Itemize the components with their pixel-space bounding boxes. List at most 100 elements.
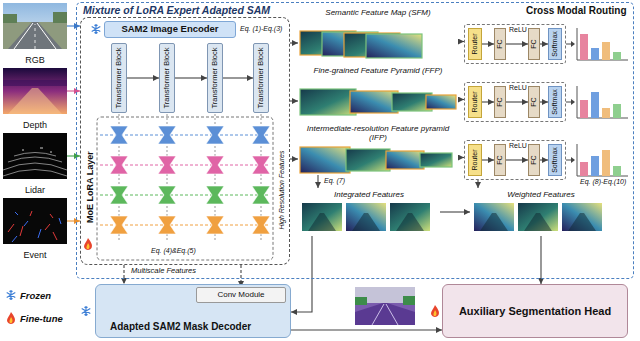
connector bbox=[540, 236, 541, 284]
lora-layer bbox=[158, 216, 176, 234]
lora-layer bbox=[100, 195, 270, 196]
feature-stack bbox=[366, 34, 422, 58]
rgb-image bbox=[3, 14, 17, 23]
feature-stack bbox=[420, 153, 452, 167]
routing-bar-chart bbox=[602, 42, 610, 60]
node-text: FC bbox=[496, 155, 504, 164]
segmentation-output bbox=[355, 287, 415, 325]
feature-map: Semantic Feature Map (SFM) bbox=[298, 7, 458, 59]
connector bbox=[290, 42, 298, 43]
node-text: FC bbox=[530, 155, 538, 164]
routing-bar-chart bbox=[602, 108, 610, 118]
feature-row: Weighted Features bbox=[470, 188, 612, 236]
node-text: Router bbox=[471, 91, 479, 112]
connector bbox=[291, 329, 442, 330]
lora-layer bbox=[110, 126, 270, 234]
rgb-image bbox=[3, 3, 67, 49]
input-image: Event bbox=[3, 198, 67, 260]
connector bbox=[540, 159, 548, 160]
connector bbox=[506, 101, 528, 102]
node-text: RGB bbox=[3, 55, 67, 65]
lora-layer bbox=[206, 156, 224, 174]
annotation-label: Multiscale Features bbox=[131, 267, 196, 276]
block-box: Transformer Block bbox=[111, 43, 127, 113]
router-group: RouterFCFCSoftmaxReLU bbox=[464, 24, 566, 64]
block-box: Transformer Block bbox=[159, 43, 175, 113]
connector bbox=[506, 159, 528, 160]
routing-bar-chart bbox=[591, 156, 599, 176]
annotation-label: Eq. (7) bbox=[324, 177, 345, 185]
connector bbox=[540, 101, 548, 102]
routing-bar-chart bbox=[591, 92, 599, 118]
state-icon bbox=[431, 305, 439, 317]
annotation-label: Eq. (8)-Eq.(10) bbox=[580, 178, 626, 186]
feature-images bbox=[346, 203, 386, 231]
rgb-image bbox=[14, 23, 56, 49]
feature-images bbox=[308, 213, 336, 231]
lora-layer bbox=[110, 156, 128, 174]
event-image bbox=[3, 198, 67, 244]
router-box: Router bbox=[468, 86, 482, 118]
node-text: Lidar bbox=[3, 185, 67, 195]
feature-stack bbox=[300, 147, 350, 173]
routing-bar-chart bbox=[566, 28, 628, 176]
connector bbox=[291, 236, 312, 312]
node-text: FC bbox=[530, 97, 538, 106]
event-image bbox=[3, 198, 67, 244]
input-image: RGB bbox=[3, 3, 67, 65]
event-image bbox=[8, 211, 57, 240]
node-text: Transformer Block bbox=[115, 48, 124, 109]
node-text: Transformer Block bbox=[211, 48, 220, 109]
encoder-region: SAM2 Image EncoderTransformer Block Trans… bbox=[80, 17, 290, 265]
feature-images bbox=[524, 213, 552, 231]
lora-layer bbox=[158, 156, 176, 174]
encoder-box: SAM2 Image Encoder bbox=[104, 21, 236, 38]
node-text: FC bbox=[496, 97, 504, 106]
connector bbox=[540, 43, 548, 44]
node-text: Softmax bbox=[551, 31, 559, 57]
feature-images bbox=[302, 203, 602, 231]
routing-bar-chart bbox=[577, 28, 628, 176]
routing-bar-chart bbox=[591, 48, 599, 60]
state-icon bbox=[92, 24, 101, 34]
connector bbox=[67, 25, 80, 26]
lidar-image bbox=[3, 153, 67, 177]
feature-stack bbox=[386, 151, 424, 169]
connector bbox=[506, 43, 528, 44]
node-text: FC bbox=[530, 39, 538, 48]
routing-bar-chart bbox=[613, 104, 621, 118]
annotation-label: Eq. (1)-Eq.(3) bbox=[240, 25, 282, 33]
state-icon bbox=[7, 312, 15, 324]
feature-images bbox=[390, 203, 430, 231]
depth-image bbox=[8, 88, 62, 114]
legend-text: Frozen bbox=[20, 290, 63, 313]
block-box: Transformer Block bbox=[253, 43, 269, 113]
fc-box: FC bbox=[494, 86, 506, 118]
rgb-image bbox=[35, 24, 36, 49]
head-box: Auxiliary Segmentation Head bbox=[442, 284, 628, 338]
feature-stack bbox=[426, 95, 456, 109]
node-text: SAM2 Image Encoder bbox=[121, 24, 218, 35]
routing-bar-chart bbox=[571, 41, 575, 47]
connector bbox=[482, 159, 494, 160]
connector bbox=[223, 77, 253, 78]
node-text: FC bbox=[496, 39, 504, 48]
lora-layer bbox=[252, 126, 270, 144]
segmentation-output bbox=[355, 303, 415, 325]
node-text: Router bbox=[471, 149, 479, 170]
legend-text: Fine-tune bbox=[20, 313, 63, 336]
feature-images bbox=[518, 203, 558, 231]
state-icon bbox=[82, 306, 91, 316]
feature-images bbox=[480, 213, 508, 231]
block-box: Transformer Block bbox=[207, 43, 223, 113]
feature-images bbox=[568, 213, 596, 231]
segmentation-output bbox=[355, 303, 415, 325]
node-text: Router bbox=[471, 33, 479, 54]
node-text: Transformer Block bbox=[257, 48, 266, 109]
node-text: Softmax bbox=[551, 147, 559, 173]
connector bbox=[482, 101, 494, 102]
feature-stack bbox=[300, 31, 456, 173]
node-text: Weighted Features bbox=[470, 188, 612, 199]
legend: FrozenFine-tune bbox=[20, 290, 63, 336]
routing-bar-chart bbox=[613, 52, 621, 60]
